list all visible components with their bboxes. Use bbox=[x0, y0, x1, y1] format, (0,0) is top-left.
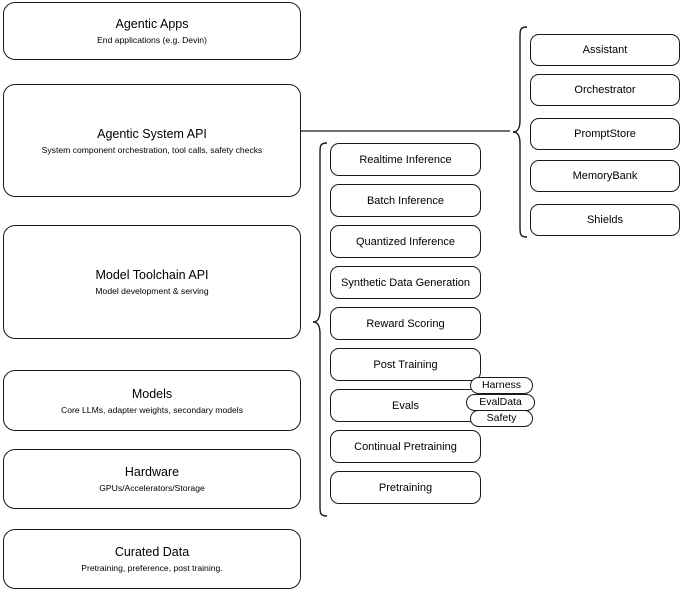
layer-title: Agentic Apps bbox=[115, 17, 189, 31]
stack-layer-model-toolchain-api[interactable]: Model Toolchain API Model development & … bbox=[3, 225, 301, 339]
layer-title: Model Toolchain API bbox=[95, 268, 209, 282]
evals-tag-evaldata[interactable]: EvalData bbox=[466, 394, 535, 411]
layer-subtitle: End applications (e.g. Devin) bbox=[97, 35, 207, 45]
layer-title: Models bbox=[131, 386, 173, 401]
layer-subtitle: GPUs/Accelerators/Storage bbox=[99, 483, 205, 493]
evals-tag-safety[interactable]: Safety bbox=[470, 410, 533, 427]
stack-layer-curated-data[interactable]: Curated Data Pretraining, preference, po… bbox=[3, 529, 301, 589]
system-component-assistant[interactable]: Assistant bbox=[530, 34, 680, 66]
stack-layer-models[interactable]: Models Core LLMs, adapter weights, secon… bbox=[3, 370, 301, 431]
capability-box-batch-inference[interactable]: Batch Inference bbox=[330, 184, 481, 217]
layer-subtitle: System component orchestration, tool cal… bbox=[41, 144, 263, 155]
stack-layer-agentic-system-api[interactable]: Agentic System API System component orch… bbox=[3, 84, 301, 197]
capability-box-synthetic-data-generation[interactable]: Synthetic Data Generation bbox=[330, 266, 481, 299]
stack-layer-hardware[interactable]: Hardware GPUs/Accelerators/Storage bbox=[3, 449, 301, 509]
capability-box-pretraining[interactable]: Pretraining bbox=[330, 471, 481, 504]
system-component-memorybank[interactable]: MemoryBank bbox=[530, 160, 680, 192]
evals-tag-harness[interactable]: Harness bbox=[470, 377, 533, 394]
layer-subtitle: Core LLMs, adapter weights, secondary mo… bbox=[61, 404, 243, 415]
capability-box-quantized-inference[interactable]: Quantized Inference bbox=[330, 225, 481, 258]
layer-subtitle: Model development & serving bbox=[95, 286, 209, 296]
layer-title: Agentic System API bbox=[97, 126, 207, 141]
brace-system-components bbox=[507, 22, 529, 244]
capability-box-post-training[interactable]: Post Training bbox=[330, 348, 481, 381]
layer-subtitle: Pretraining, preference, post training. bbox=[81, 563, 223, 573]
capability-box-evals[interactable]: Evals bbox=[330, 389, 481, 422]
brace-toolchain-capabilities bbox=[305, 138, 329, 523]
stack-layer-agentic-apps[interactable]: Agentic Apps End applications (e.g. Devi… bbox=[3, 2, 301, 60]
layer-title: Hardware bbox=[124, 465, 180, 479]
system-component-promptstore[interactable]: PromptStore bbox=[530, 118, 680, 150]
system-component-shields[interactable]: Shields bbox=[530, 204, 680, 236]
capability-box-reward-scoring[interactable]: Reward Scoring bbox=[330, 307, 481, 340]
layer-title: Curated Data bbox=[114, 545, 190, 559]
capability-box-realtime-inference[interactable]: Realtime Inference bbox=[330, 143, 481, 176]
system-component-orchestrator[interactable]: Orchestrator bbox=[530, 74, 680, 106]
capability-box-continual-pretraining[interactable]: Continual Pretraining bbox=[330, 430, 481, 463]
